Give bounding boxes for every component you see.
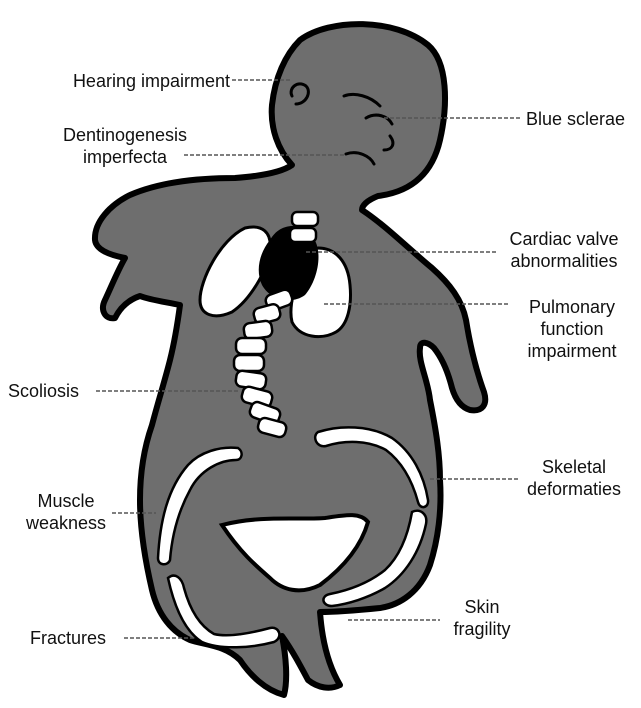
label-fractures: Fractures <box>30 627 106 649</box>
label-muscle-weakness: Muscle weakness <box>18 490 114 534</box>
label-blue-sclerae: Blue sclerae <box>526 108 625 130</box>
label-hearing-impairment: Hearing impairment <box>20 70 230 92</box>
label-skin-fragility: Skin fragility <box>444 596 520 640</box>
label-dentinogenesis-imperfecta: Dentinogenesis imperfecta <box>40 124 210 168</box>
label-cardiac-valve-abnormalities: Cardiac valve abnormalities <box>498 228 630 272</box>
label-skeletal-deformaties: Skeletal deformaties <box>518 456 630 500</box>
label-scoliosis: Scoliosis <box>8 380 79 402</box>
label-pulmonary-function-impairment: Pulmonary function impairment <box>510 296 634 362</box>
